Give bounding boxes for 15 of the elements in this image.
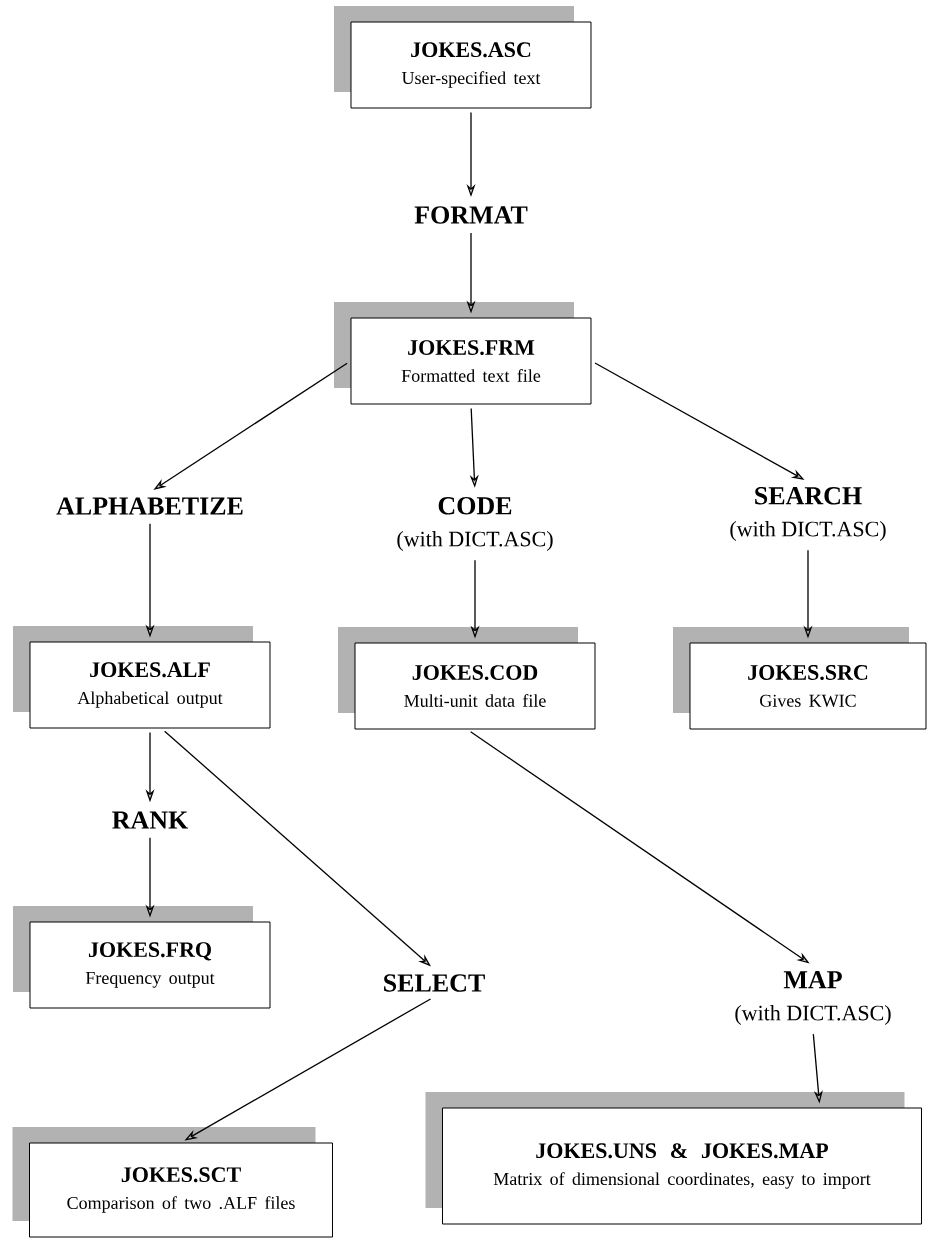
- file-box: JOKES.FRM Formatted text file: [334, 302, 592, 405]
- step-label: ALPHABETIZE: [56, 497, 243, 515]
- step-label: SEARCH (with DICT.ASC): [730, 487, 886, 541]
- step-label: MAP (with DICT.ASC): [735, 971, 891, 1025]
- file-box: JOKES.FRQ Frequency output: [13, 906, 271, 1009]
- file-box: JOKES.SRC Gives KWIC: [673, 627, 927, 730]
- step-label: SELECT: [384, 974, 485, 992]
- file-box: JOKES.ASC User-specified text: [334, 6, 592, 109]
- file-box: JOKES.SCT Comparison of two .ALF files: [12, 1127, 333, 1238]
- file-box: JOKES.ALF Alphabetical output: [13, 626, 271, 729]
- step-label: RANK: [112, 811, 189, 829]
- step-label: FORMAT: [414, 206, 528, 224]
- step-label: CODE (with DICT.ASC): [397, 497, 553, 551]
- file-box: JOKES.COD Multi-unit data file: [338, 627, 596, 730]
- file-box: JOKES.UNS & JOKES.MAP Matrix of dimensional coordinates, easy to import: [425, 1092, 922, 1225]
